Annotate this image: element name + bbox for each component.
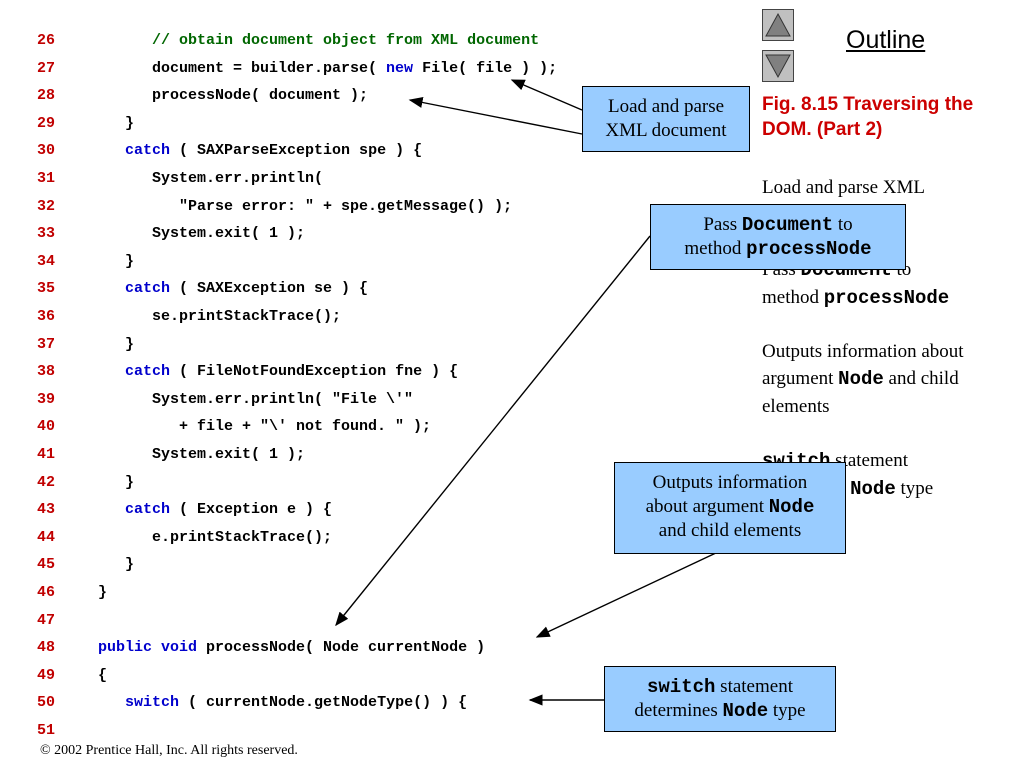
line-number: 39	[37, 390, 56, 408]
code-keyword: catch	[125, 142, 171, 160]
line-number: 46	[37, 584, 56, 601]
line-number: 27	[37, 59, 56, 77]
triangle-up-icon	[765, 12, 791, 37]
code-text: catch ( Exception e ) {	[125, 501, 333, 519]
code-keyword: catch	[125, 280, 171, 298]
code-keyword: new	[386, 59, 414, 77]
arrow-process-node	[408, 96, 583, 135]
arrow-load-parse	[510, 79, 583, 111]
line-number: 49	[37, 666, 56, 684]
line-number: 34	[37, 252, 56, 270]
code-keyword: switch	[125, 694, 180, 712]
line-number: 29	[37, 114, 56, 132]
line-number: 36	[37, 308, 56, 325]
code-text: catch ( SAXParseException spe ) {	[125, 142, 423, 160]
line-number: 33	[37, 225, 56, 243]
code-text: catch ( SAXException se ) {	[125, 280, 369, 298]
triangle-down-icon	[765, 54, 791, 79]
code-text: document = builder.parse( new File( file…	[98, 59, 558, 77]
line-number: 31	[37, 170, 56, 187]
code-keyword: catch	[125, 363, 171, 381]
code-keyword: public void	[98, 639, 198, 657]
code-comment: // obtain document object from XML docum…	[152, 32, 540, 49]
line-number: 50	[37, 694, 56, 712]
code-text: {	[98, 666, 108, 684]
code-text: + file + "\' not found. " );	[98, 418, 432, 436]
line-number: 37	[37, 335, 56, 353]
code-text: }	[98, 114, 135, 132]
code-text: }	[98, 335, 135, 353]
arrow-pass-document	[335, 235, 651, 627]
figure-title: Fig. 8.15 Traversing the DOM. (Part 2)	[762, 94, 974, 140]
previous-slide-button[interactable]	[762, 9, 794, 41]
copyright: © 2002 Prentice Hall, Inc. All rights re…	[40, 743, 298, 758]
code-text: System.err.println(	[98, 170, 324, 187]
line-number: 40	[37, 418, 56, 436]
line-number: 42	[37, 473, 56, 491]
line-number: 30	[37, 142, 56, 160]
code-text: public void processNode( Node currentNod…	[98, 639, 486, 657]
code-text: "Parse error: " + spe.getMessage() );	[98, 197, 513, 215]
code-text: }	[98, 584, 108, 601]
code-text: }	[98, 556, 135, 574]
code-text: }	[98, 252, 135, 270]
line-number: 48	[37, 639, 56, 657]
line-number: 28	[37, 87, 56, 105]
code-keyword: catch	[125, 501, 171, 519]
line-number: 32	[37, 197, 56, 215]
line-number: 44	[37, 528, 56, 546]
code-text: catch ( FileNotFoundException fne ) {	[125, 363, 459, 381]
code-text: switch ( currentNode.getNodeType() ) {	[125, 694, 468, 712]
line-number: 35	[37, 280, 56, 298]
line-number: 51	[37, 722, 56, 739]
code-text: e.printStackTrace();	[98, 528, 333, 546]
next-slide-button[interactable]	[762, 50, 794, 82]
side-note-load: Load and parse XML	[762, 177, 926, 198]
code-text: System.exit( 1 );	[98, 446, 306, 463]
code-text: processNode( document );	[98, 87, 369, 105]
line-number: 45	[37, 556, 56, 574]
code-text: System.exit( 1 );	[98, 225, 306, 243]
code-text: se.printStackTrace();	[98, 308, 342, 325]
line-number: 26	[37, 32, 56, 49]
code-text: // obtain document object from XML docum…	[98, 27, 539, 55]
arrow-outputs-info	[535, 551, 719, 638]
code-text: System.err.println( "File \'"	[98, 390, 414, 408]
line-number: 47	[37, 611, 56, 629]
line-number: 41	[37, 446, 56, 463]
line-number: 43	[37, 501, 56, 519]
line-number: 38	[37, 363, 56, 381]
outline-link[interactable]: Outline	[846, 26, 926, 54]
code-text: }	[98, 473, 135, 491]
